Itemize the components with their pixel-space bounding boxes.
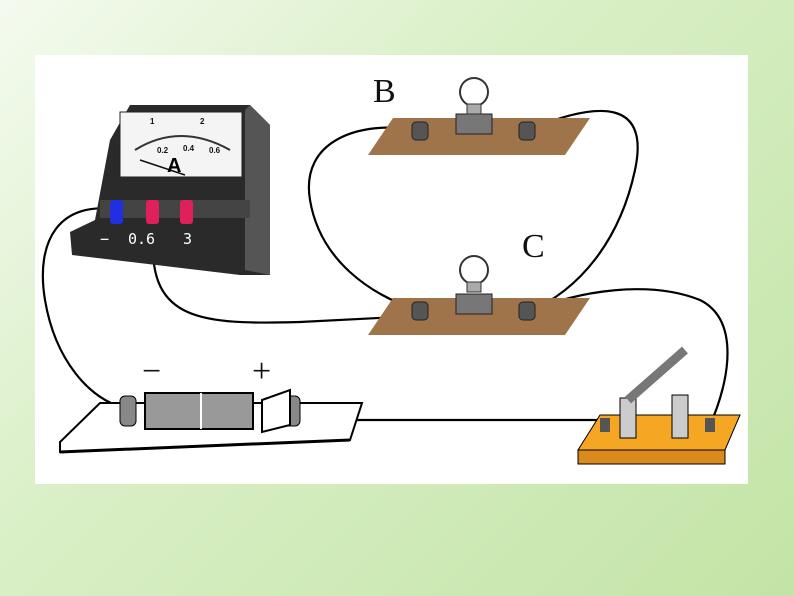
battery-negative-label: − (142, 353, 161, 390)
terminal-3[interactable] (180, 200, 193, 224)
switch[interactable] (577, 346, 741, 465)
battery[interactable] (59, 388, 364, 454)
bulb-c[interactable] (368, 255, 590, 335)
ammeter-symbol: A (167, 155, 181, 177)
terminal-0-6[interactable] (146, 200, 159, 224)
wire-ammeter-to-c (151, 239, 419, 324)
scale-0-2: 0.2 (157, 146, 169, 155)
scale-0-6: 0.6 (209, 146, 221, 155)
wires (41, 109, 729, 426)
terminal-negative[interactable] (110, 200, 123, 224)
switch-lever[interactable] (625, 346, 688, 404)
label-b: B (373, 73, 396, 110)
wire-b-to-c-left (307, 126, 419, 312)
wire-ammeter-to-battery (41, 207, 126, 410)
wire-b-to-c-right (527, 109, 639, 314)
ammeter[interactable]: 1 2 0.2 0.4 0.6 A − 0.6 3 (70, 105, 270, 275)
scale-2: 2 (200, 117, 205, 126)
terminal-label-negative: − (100, 230, 109, 248)
label-c: C (522, 228, 545, 265)
scale-0-4: 0.4 (183, 144, 195, 153)
battery-positive-label: + (252, 353, 271, 390)
terminal-label-0-6: 0.6 (128, 230, 155, 248)
terminal-label-3: 3 (183, 230, 192, 248)
scale-1: 1 (150, 117, 155, 126)
wire-c-to-switch (527, 288, 729, 426)
bulb-b[interactable] (368, 77, 590, 155)
